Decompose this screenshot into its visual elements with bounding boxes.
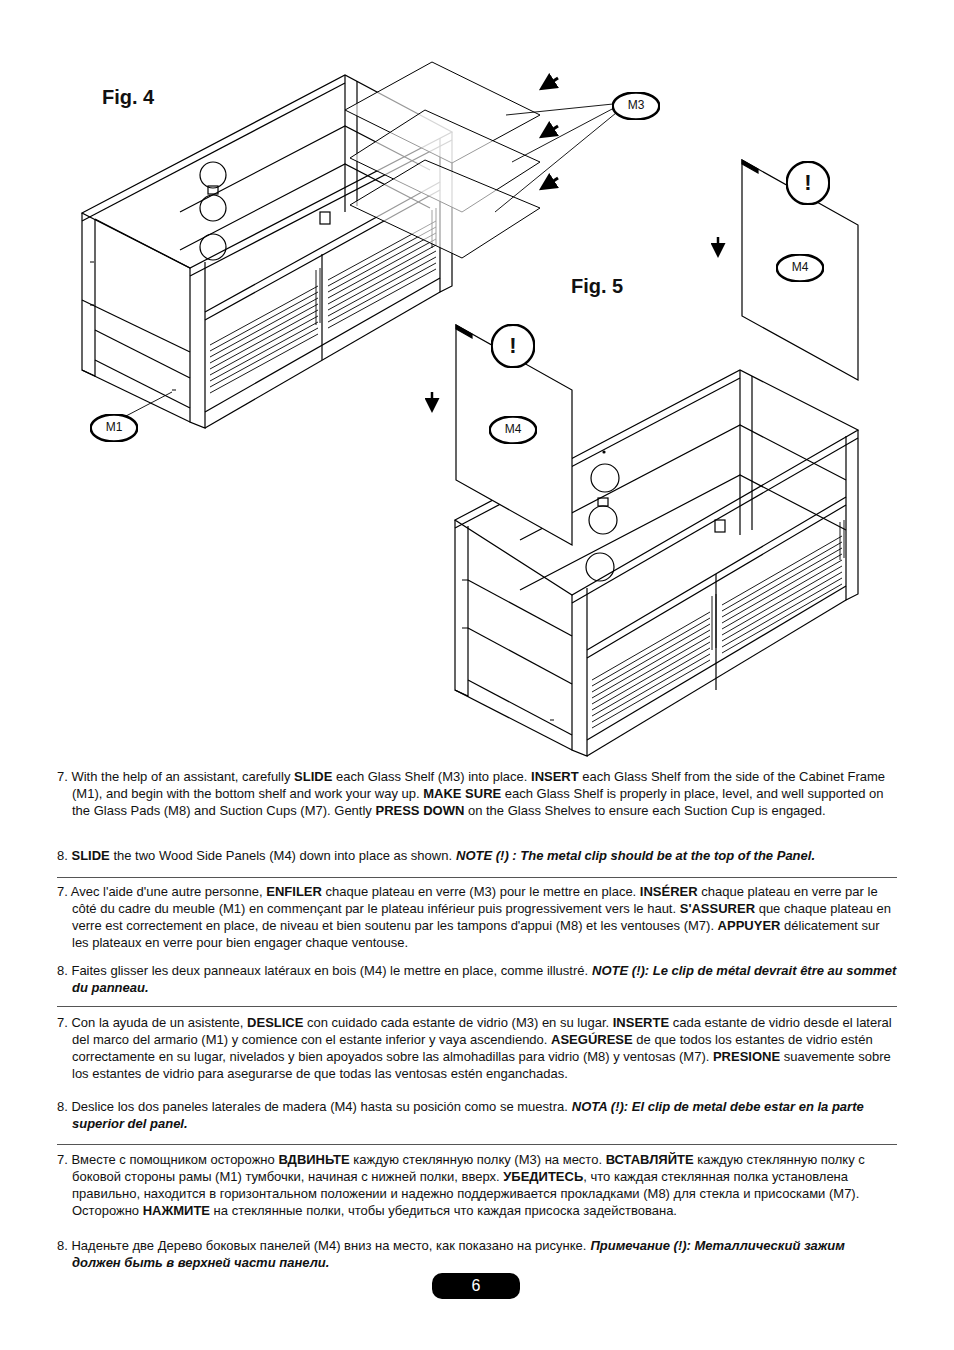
part-callout: M3 xyxy=(612,92,660,120)
callout-ellipse xyxy=(91,414,138,441)
caution-callout: ! xyxy=(786,161,830,205)
note-text: NOTE (!) : The metal clip should be at t… xyxy=(456,848,815,863)
callout-label: 6 xyxy=(472,1277,481,1295)
callout-label: M4 xyxy=(792,261,809,274)
figure-label: Fig. 4 xyxy=(102,86,154,109)
callout-label: ! xyxy=(804,171,811,195)
section-divider xyxy=(57,1144,897,1145)
emphasis-run: ENFILER xyxy=(266,884,322,899)
door-louvers-fig4 xyxy=(210,208,436,393)
text-run: 7. Вместе с помощником осторожно xyxy=(57,1152,278,1167)
emphasis-run: SLIDE xyxy=(71,848,109,863)
emphasis-run: ВДВИНЬТЕ xyxy=(278,1152,349,1167)
emphasis-run: ASEGÚRESE xyxy=(551,1032,633,1047)
text-run: chaque plateau en verre (M3) pour le met… xyxy=(322,884,640,899)
door-louvers-fig5 xyxy=(592,520,844,728)
text-run: каждую стеклянную полку (M3) на место. xyxy=(350,1152,606,1167)
emphasis-run: SLIDE xyxy=(294,769,332,784)
emphasis-run: PRESIONE xyxy=(713,1049,780,1064)
page-number-badge: 6 xyxy=(432,1273,520,1299)
instruction-text: 8. Наденьте две Дерево боковых панелей (… xyxy=(57,1238,586,1253)
text-run: 7. With the help of an assistant, carefu… xyxy=(57,769,294,784)
text-run: 7. Avec l'aide d'une autre personne, xyxy=(57,884,266,899)
wood-side-panels xyxy=(456,160,858,545)
callout-ellipse xyxy=(777,254,824,281)
leader-lines xyxy=(126,104,616,416)
section-divider xyxy=(57,877,897,878)
instruction-paragraph: 8. Наденьте две Дерево боковых панелей (… xyxy=(57,1237,897,1271)
part-callout: M1 xyxy=(90,414,138,442)
callout-label: M3 xyxy=(628,99,645,112)
section-divider xyxy=(57,1006,897,1007)
instruction-text: 7. Con la ayuda de un asistente, DESLICE… xyxy=(57,1015,892,1081)
callout-ellipse xyxy=(787,162,830,205)
emphasis-run: S'ASSURER xyxy=(680,901,755,916)
instruction-text: 8. Deslice los dos paneles laterales de … xyxy=(57,1099,568,1114)
instruction-paragraph: 7. Avec l'aide d'une autre personne, ENF… xyxy=(57,883,897,951)
text-run: 8. Наденьте две Дерево боковых панелей (… xyxy=(57,1238,586,1253)
instruction-paragraph: 7. Вместе с помощником осторожно ВДВИНЬТ… xyxy=(57,1151,897,1219)
glass-shelves xyxy=(345,62,540,258)
instruction-paragraph: 7. With the help of an assistant, carefu… xyxy=(57,768,897,819)
instruction-paragraph: 8. SLIDE the two Wood Side Panels (M4) d… xyxy=(57,847,897,864)
text-run: 8. Faites glisser les deux panneaux laté… xyxy=(57,963,588,978)
emphasis-run: PRESS DOWN xyxy=(375,803,464,818)
text-run: 8. Deslice los dos paneles laterales de … xyxy=(57,1099,568,1114)
text-run: 8. xyxy=(57,848,71,863)
emphasis-run: INSÉRER xyxy=(640,884,698,899)
emphasis-run: MAKE SURE xyxy=(423,786,501,801)
emphasis-run: ВСТАВЛЯЙТЕ xyxy=(606,1152,694,1167)
text-run: con cuidado cada estante de vidrio (M3) … xyxy=(303,1015,612,1030)
drop-arrows xyxy=(432,237,718,408)
cabinet-frame-fig5 xyxy=(455,370,858,756)
callout-label: M1 xyxy=(106,421,123,434)
callout-ellipse xyxy=(490,416,537,443)
instruction-text: 8. SLIDE the two Wood Side Panels (M4) d… xyxy=(57,848,452,863)
instruction-paragraph: 8. Faites glisser les deux panneaux laté… xyxy=(57,962,897,996)
instruction-text: 8. Faites glisser les deux panneaux laté… xyxy=(57,963,588,978)
text-run: на стеклянные полки, чтобы убедиться что… xyxy=(210,1203,677,1218)
callout-ellipse xyxy=(613,92,660,119)
callout-label: ! xyxy=(509,334,516,358)
emphasis-run: DESLICE xyxy=(247,1015,303,1030)
figure-label: Fig. 5 xyxy=(571,275,623,298)
emphasis-run: APPUYER xyxy=(718,918,781,933)
instruction-text: 7. Avec l'aide d'une autre personne, ENF… xyxy=(57,884,891,950)
callout-label: M4 xyxy=(505,423,522,436)
part-callout: M4 xyxy=(489,416,537,444)
emphasis-run: INSERT xyxy=(531,769,579,784)
instruction-text: 7. Вместе с помощником осторожно ВДВИНЬТ… xyxy=(57,1152,865,1218)
text-run: on the Glass Shelves to ensure each Suct… xyxy=(464,803,825,818)
emphasis-run: INSERTE xyxy=(613,1015,669,1030)
callout-ellipse xyxy=(492,325,535,368)
emphasis-run: НАЖМИТЕ xyxy=(143,1203,210,1218)
instruction-paragraph: 8. Deslice los dos paneles laterales de … xyxy=(57,1098,897,1132)
text-run: each Glass Shelf (M3) into place. xyxy=(332,769,531,784)
text-run: 7. Con la ayuda de un asistente, xyxy=(57,1015,247,1030)
caution-callout: ! xyxy=(491,324,535,368)
instruction-paragraph: 7. Con la ayuda de un asistente, DESLICE… xyxy=(57,1014,897,1082)
text-run: the two Wood Side Panels (M4) down into … xyxy=(110,848,452,863)
part-callout: M4 xyxy=(776,254,824,282)
emphasis-run: УБЕДИТЕСЬ xyxy=(503,1169,583,1184)
instruction-text: 7. With the help of an assistant, carefu… xyxy=(57,769,885,818)
